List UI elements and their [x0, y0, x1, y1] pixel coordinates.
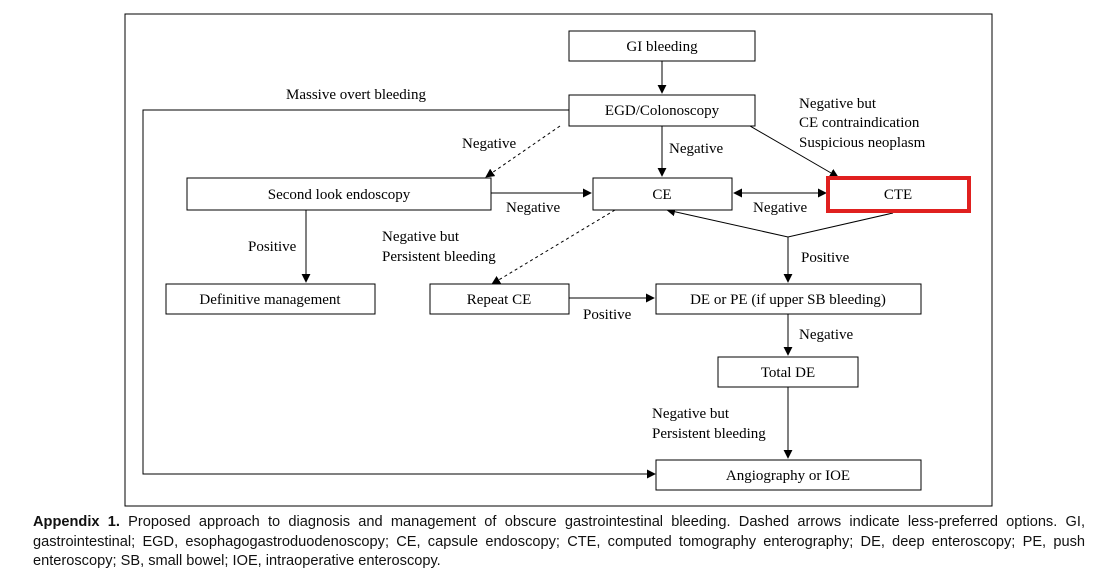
node-total-de-label: Total DE — [761, 365, 815, 381]
node-repeat-ce-label: Repeat CE — [467, 292, 532, 308]
figure-caption: Appendix 1. Proposed approach to diagnos… — [33, 513, 1085, 572]
node-egd — [568, 94, 756, 127]
label-persistent-1-line1: Negative but — [382, 229, 460, 245]
node-egd-label: EGD/Colonoscopy — [605, 103, 720, 119]
label-positive-repeat: Positive — [583, 307, 632, 323]
node-repeat-ce — [429, 283, 570, 315]
label-negative-ce-cte: Negative — [753, 200, 807, 216]
label-persistent-2-line1: Negative but — [652, 406, 730, 422]
label-massive-overt: Massive overt bleeding — [286, 87, 426, 103]
label-negative-egd-ce: Negative — [669, 141, 723, 157]
caption-title: Appendix 1. — [33, 514, 120, 530]
label-negative-but-cte-1: Negative but — [799, 96, 877, 112]
label-positive-cte: Positive — [801, 250, 850, 266]
node-ce-label: CE — [652, 187, 671, 203]
label-persistent-2-line2: Persistent bleeding — [652, 426, 766, 442]
node-de-pe — [655, 283, 922, 315]
node-definitive — [165, 283, 376, 315]
diagram-frame — [124, 13, 993, 507]
label-negative-egd-second: Negative — [462, 136, 516, 152]
node-cte — [826, 176, 971, 213]
label-negative-de-pe: Negative — [799, 327, 853, 343]
caption-text: Proposed approach to diagnosis and manag… — [33, 514, 1085, 569]
label-negative-second-ce: Negative — [506, 200, 560, 216]
node-second-look-label: Second look endoscopy — [268, 187, 411, 203]
node-ce — [592, 177, 733, 211]
label-persistent-1-line2: Persistent bleeding — [382, 249, 496, 265]
node-total-de — [717, 356, 859, 388]
node-de-pe-label: DE or PE (if upper SB bleeding) — [690, 292, 886, 308]
node-second-look — [186, 177, 492, 211]
label-positive-second-definitive: Positive — [248, 239, 297, 255]
node-gi-bleeding-label: GI bleeding — [626, 39, 698, 55]
node-gi-bleeding — [568, 30, 756, 62]
arrow-egd-to-angio — [142, 109, 656, 479]
arrow-ce-to-repeat-ce — [491, 209, 616, 285]
flowchart-diagram: GI bleeding EGD/Colonoscopy Second look … — [124, 13, 993, 507]
label-negative-but-cte-3: Suspicious neoplasm — [799, 135, 926, 151]
node-angio-label: Angiography or IOE — [726, 468, 850, 484]
arrow-egd-to-second-look — [485, 125, 561, 178]
arrow-egd-to-cte — [749, 125, 839, 178]
node-definitive-label: Definitive management — [199, 292, 341, 308]
node-cte-label: CTE — [884, 187, 912, 203]
label-negative-but-cte-2: CE contraindication — [799, 115, 920, 131]
node-angio — [655, 459, 922, 491]
